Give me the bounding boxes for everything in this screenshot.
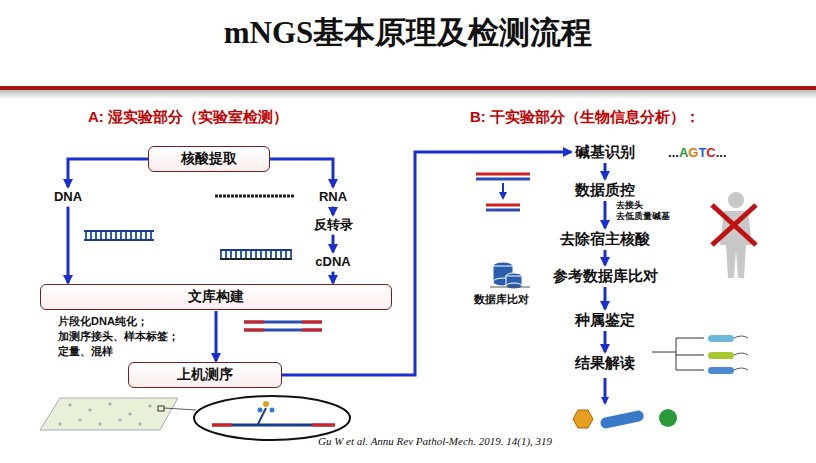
flow-arrow [604,163,607,179]
text-label: 去接头 [616,199,643,212]
database-icon [490,262,530,289]
process-box: 核酸提取 [148,146,270,172]
node-text: 反转录 [314,217,353,232]
node-text: 数据质控 [575,181,635,198]
step-text: 结果解读 [573,353,637,373]
flow-arrow [331,207,334,215]
node-text: 上机测序 [177,366,233,384]
flow-arrow [282,152,571,375]
final-arrow [604,378,607,403]
host-figure [712,192,756,278]
node-text: 去除宿主核酸 [560,230,650,247]
flow-arrow [270,159,333,187]
process-box: 文库构建 [40,284,392,310]
title-rule [0,86,816,90]
node-text: 碱基识别 [575,143,635,160]
text-label: B: 干实验部分（生物信息分析）： [470,108,700,127]
microbe-icons [708,335,748,374]
node-text: RNA [319,189,347,204]
diagram-title: mNGS基本原理及检测流程 [0,12,816,54]
flow-arrow [604,201,607,228]
text-label: 片段化DNA纯化； [58,314,148,329]
text-label: Gu W et al. Annu Rev Pathol-Mech. 2019. … [318,435,552,447]
step-text: 去除宿主核酸 [558,229,652,249]
node-text: DNA [54,189,82,204]
text-label: A: 湿实验部分（实验室检测） [88,108,288,127]
step-text: cDNA [313,253,352,271]
rule-shade [0,90,816,99]
text-label: 数据库比对 [474,292,529,307]
flow-arrow [332,235,335,252]
step-text: RNA [317,188,349,206]
text-label: 去低质量碱基 [616,210,670,223]
node-text: cDNA [315,254,350,269]
cdna-duplex [220,250,292,259]
step-text: 参考数据库比对 [551,266,660,286]
flow-arrow [604,331,607,352]
node-text: 结果解读 [575,354,635,371]
step-text: 种属鉴定 [573,310,637,330]
library-fragment [244,322,322,330]
node-text: 参考数据库比对 [553,267,658,284]
flow-arrow [604,287,607,309]
dna-duplex [84,231,154,240]
result-bracket [652,338,704,370]
node-text: 种属鉴定 [575,311,635,328]
node-text: 核酸提取 [181,150,237,168]
text-label: 定量、混样 [58,344,113,359]
flow-arrow [332,272,335,283]
flow-cell [40,396,350,440]
node-text: 文库构建 [188,288,244,306]
flow-arrow [68,159,148,187]
pathogen-icons [573,409,677,429]
text-label: 加测序接头、样本标签； [58,329,179,344]
step-text: 反转录 [312,216,355,234]
text-label: ...AGTC... [668,145,727,160]
step-text: 数据质控 [573,180,637,200]
process-box: 上机测序 [128,362,282,388]
step-text: DNA [52,188,84,206]
flow-arrow [66,207,69,283]
rna-strand [215,195,295,198]
flow-arrow [604,250,607,265]
read-icon [476,174,530,210]
flow-arrow [215,311,218,361]
step-text: 碱基识别 [573,142,637,162]
